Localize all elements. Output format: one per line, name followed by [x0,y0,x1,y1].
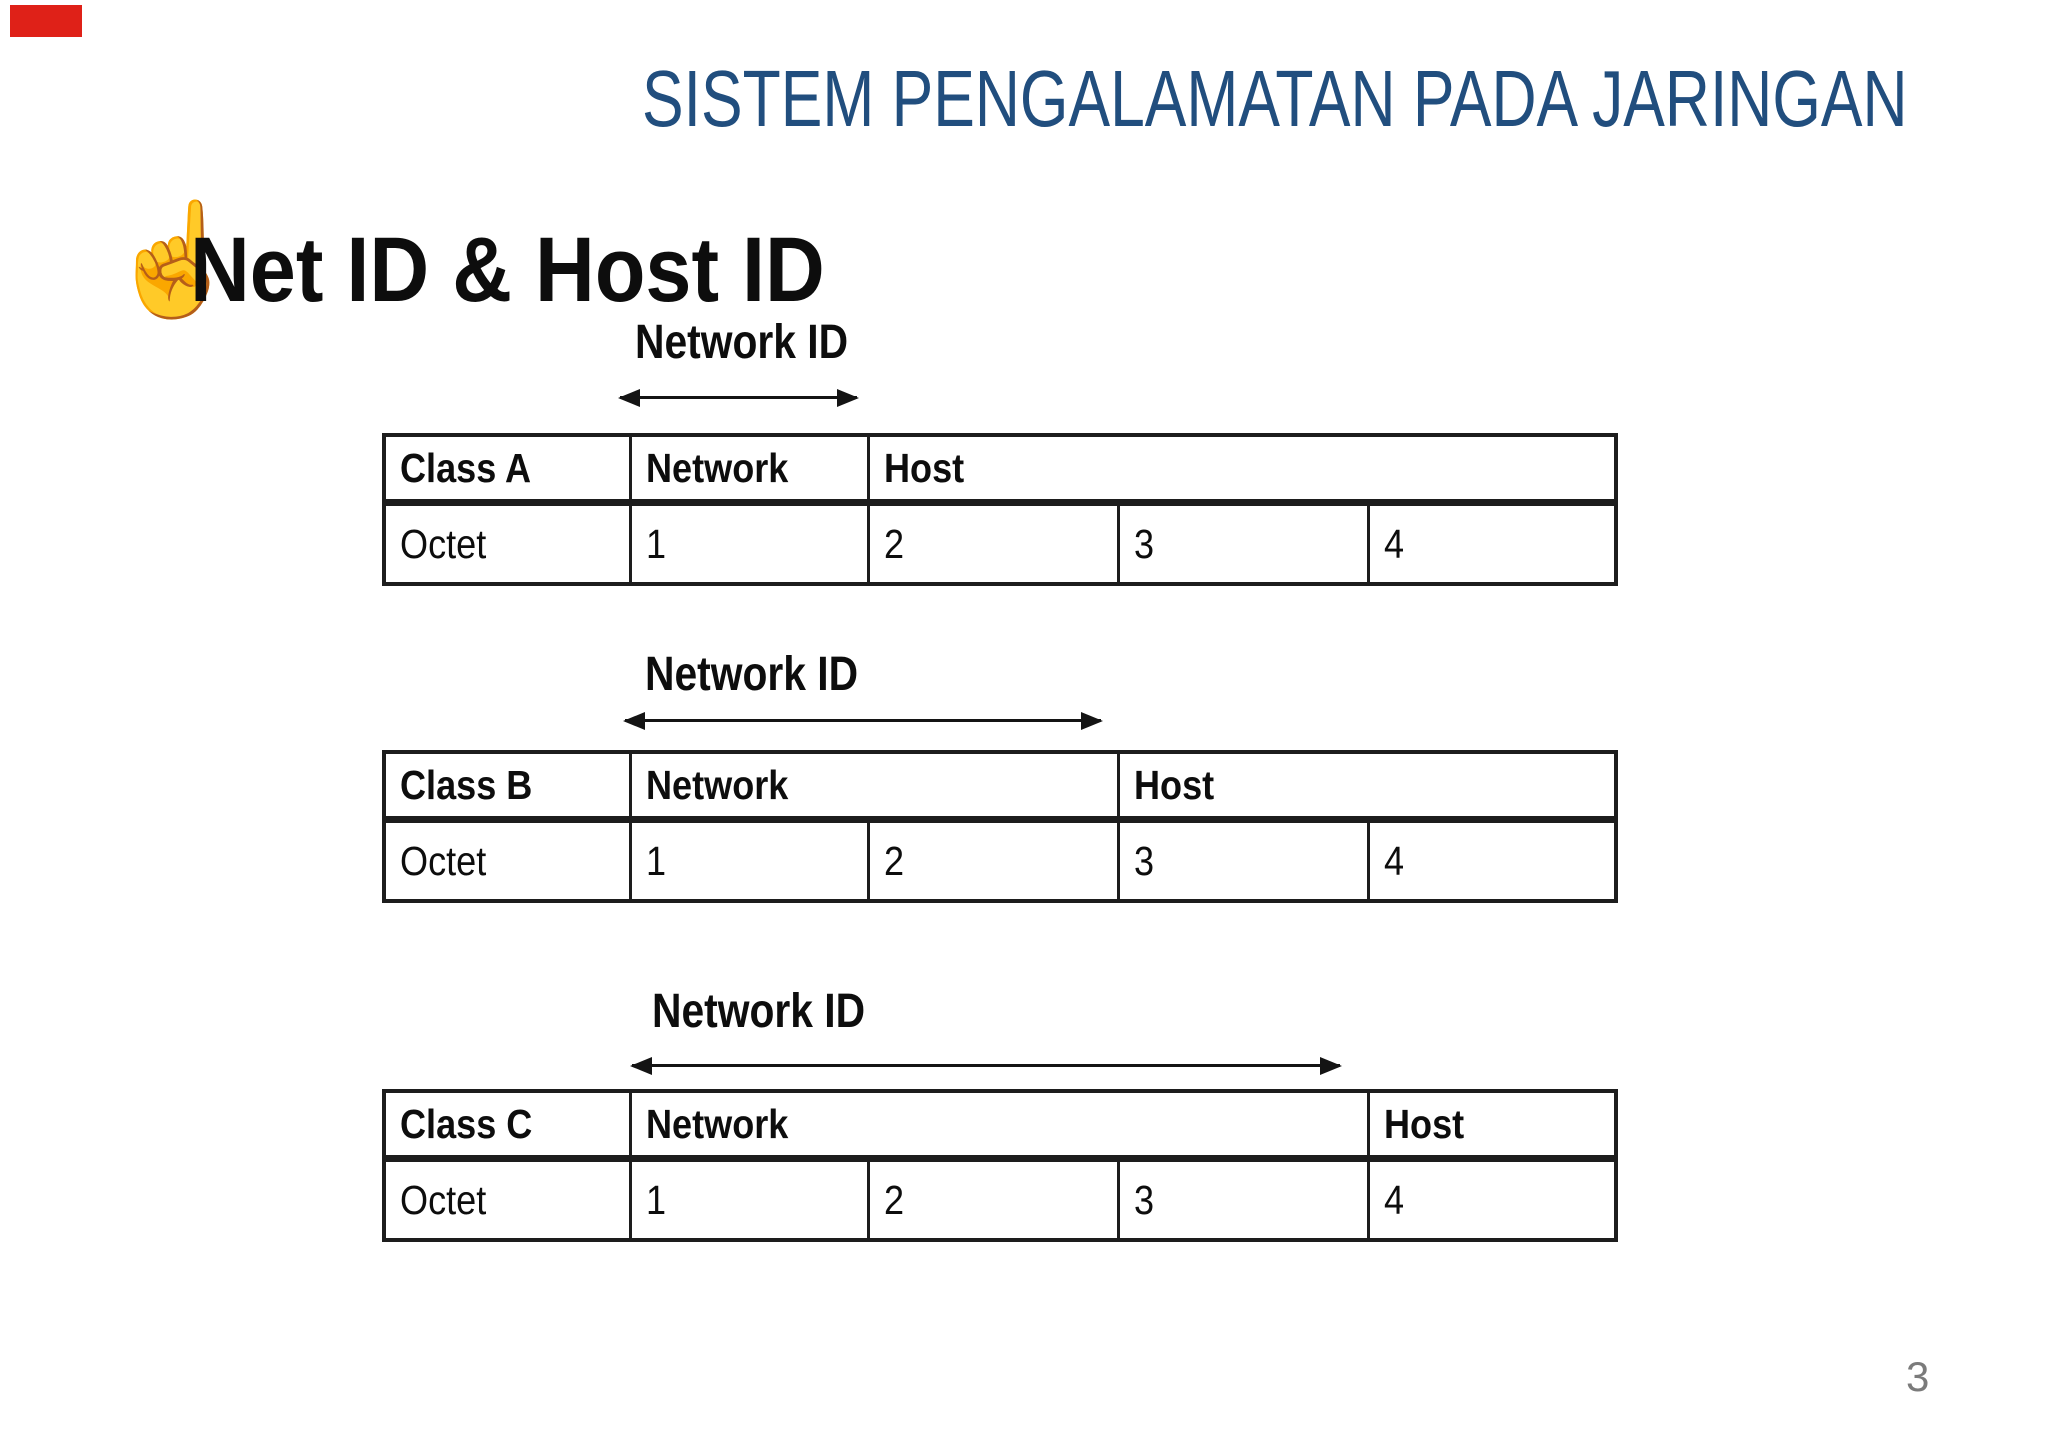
class-b-octet-3: 3 [1116,818,1370,903]
class-c-octet-label: Octet [382,1157,632,1242]
class-a-octet-4: 4 [1366,501,1618,586]
class-c-table: Class C Network Host Octet 1 2 3 4 [382,1089,1618,1242]
class-c-octet-3: 3 [1116,1157,1370,1242]
page-number: 3 [1906,1353,1930,1400]
class-a-table: Class A Network Host Octet 1 2 3 4 [382,433,1618,586]
class-b-octet-2: 2 [866,818,1120,903]
class-c-octet-1: 1 [628,1157,870,1242]
class-a-octet-1: 1 [628,501,870,586]
pointing-hand-icon: ☝ [106,198,243,321]
slide-title: SISTEM PENGALAMATAN PADA JARINGAN [642,59,2048,139]
class-b-label-cell: Class B [382,750,632,823]
class-c-octet-2: 2 [866,1157,1120,1242]
section-heading-text: Net ID & Host ID [190,219,825,321]
network-id-label-a: Network ID [635,316,849,369]
class-b-octet-1: 1 [628,818,870,903]
class-c-host-cell: Host [1366,1089,1618,1162]
section-heading: Net ID & Host ID [190,224,895,316]
network-id-label-c: Network ID [652,985,866,1038]
class-a-host-cell: Host [866,433,1618,506]
class-a-label-cell: Class A [382,433,632,506]
class-b-host-cell: Host [1116,750,1618,823]
recording-marker [10,5,82,37]
network-id-arrow-a [620,396,857,399]
class-a-octet-3: 3 [1116,501,1370,586]
network-id-label-b: Network ID [645,648,859,701]
class-a-octet-2: 2 [866,501,1120,586]
class-c-network-cell: Network [628,1089,1370,1162]
class-c-octet-4: 4 [1366,1157,1618,1242]
network-id-arrow-b [625,719,1101,722]
class-a-octet-label: Octet [382,501,632,586]
class-b-octet-4: 4 [1366,818,1618,903]
network-id-arrow-c [632,1064,1340,1067]
slide-title-text: SISTEM PENGALAMATAN PADA JARINGAN [642,54,1908,143]
class-c-label-cell: Class C [382,1089,632,1162]
class-a-network-cell: Network [628,433,870,506]
class-b-network-cell: Network [628,750,1120,823]
class-b-octet-label: Octet [382,818,632,903]
class-b-table: Class B Network Host Octet 1 2 3 4 [382,750,1618,903]
